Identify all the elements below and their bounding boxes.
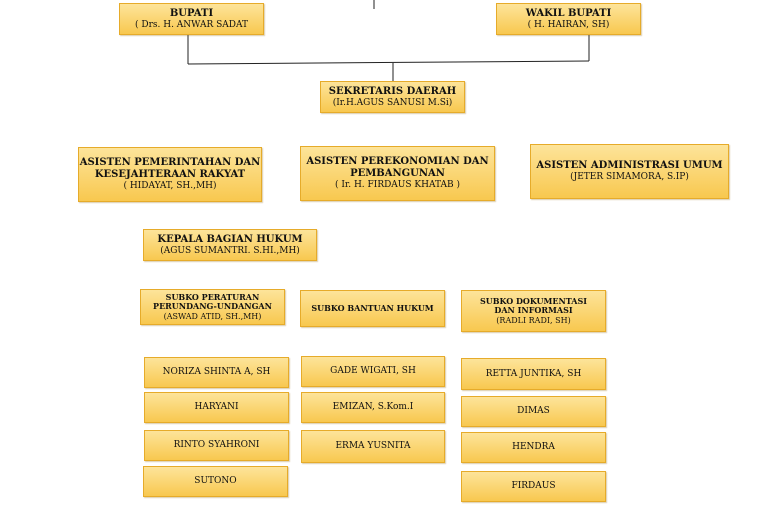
staff-box: RINTO SYAHRONI <box>144 430 289 461</box>
asisten-administrasi-box: ASISTEN ADMINISTRASI UMUM (JETER SIMAMOR… <box>530 144 729 199</box>
wakil-bupati-box: WAKIL BUPATI ( H. HAIRAN, SH) <box>496 3 641 35</box>
staff-name: ERMA YUSNITA <box>335 441 411 452</box>
asisten-pemerintahan-box: ASISTEN PEMERINTAHAN DAN KESEJAHTERAAN R… <box>78 147 262 202</box>
staff-box: NORIZA SHINTA A, SH <box>144 357 289 388</box>
kabag-name: (AGUS SUMANTRI. S.HI.,MH) <box>160 245 300 256</box>
sekda-box: SEKRETARIS DAERAH (Ir.H.AGUS SANUSI M.Si… <box>320 81 465 113</box>
staff-name: NORIZA SHINTA A, SH <box>162 367 271 378</box>
sekda-title: SEKRETARIS DAERAH <box>328 85 457 97</box>
staff-name: FIRDAUS <box>511 481 556 492</box>
subko-title-line: SUBKO DOKUMENTASI <box>479 295 588 306</box>
staff-name: RINTO SYAHRONI <box>173 440 260 451</box>
staff-name: EMIZAN, S.Kom.I <box>332 402 414 413</box>
asisten-perekonomian-box: ASISTEN PEREKONOMIAN DAN PEMBANGUNAN ( I… <box>300 146 495 201</box>
staff-box: HENDRA <box>461 432 606 463</box>
staff-box: ERMA YUSNITA <box>301 430 445 463</box>
staff-name: HARYANI <box>194 402 239 413</box>
subko-dokumentasi-box: SUBKO DOKUMENTASI DAN INFORMASI (RADLI R… <box>461 290 606 332</box>
staff-box: RETTA JUNTIKA, SH <box>461 358 606 390</box>
subko-title-line: PERUNDANG-UNDANGAN <box>153 301 272 312</box>
staff-name: SUTONO <box>194 476 237 487</box>
subko-peraturan-box: SUBKO PERATURAN PERUNDANG-UNDANGAN (ASWA… <box>140 289 285 325</box>
subko-title-line: DAN INFORMASI <box>494 305 573 316</box>
staff-box: EMIZAN, S.Kom.I <box>301 392 445 423</box>
kabag-title: KEPALA BAGIAN HUKUM <box>157 233 303 245</box>
staff-name: GADE WIGATI, SH <box>330 366 416 377</box>
asisten-title-line: PEMBANGUNAN <box>350 168 445 180</box>
subko-bantuan-box: SUBKO BANTUAN HUKUM <box>300 290 445 327</box>
wakil-bupati-title: WAKIL BUPATI <box>525 7 612 19</box>
staff-box: FIRDAUS <box>461 471 606 502</box>
asisten-name: (JETER SIMAMORA, S.IP) <box>570 172 689 183</box>
bupati-name: ( Drs. H. ANWAR SADAT <box>134 19 248 30</box>
subko-title-line: SUBKO PERATURAN <box>165 291 260 302</box>
staff-box: DIMAS <box>461 396 606 427</box>
staff-box: GADE WIGATI, SH <box>301 356 445 387</box>
wakil-bupati-name: ( H. HAIRAN, SH) <box>527 19 610 30</box>
subko-title-line: SUBKO BANTUAN HUKUM <box>311 302 434 313</box>
asisten-title-line: KESEJAHTERAAN RAKYAT <box>94 169 246 181</box>
kepala-bagian-hukum-box: KEPALA BAGIAN HUKUM (AGUS SUMANTRI. S.HI… <box>143 229 317 261</box>
staff-box: HARYANI <box>144 392 289 423</box>
asisten-title-line: ASISTEN PEREKONOMIAN DAN <box>306 156 489 168</box>
staff-name: DIMAS <box>517 406 550 417</box>
bupati-title: BUPATI <box>169 7 214 19</box>
subko-name: (RADLI RADI, SH) <box>496 315 571 325</box>
bupati-box: BUPATI ( Drs. H. ANWAR SADAT <box>119 3 264 35</box>
asisten-name: ( Ir. H. FIRDAUS KHATAB ) <box>334 180 460 191</box>
staff-name: HENDRA <box>512 442 555 453</box>
sekda-name: (Ir.H.AGUS SANUSI M.Si) <box>332 97 453 108</box>
asisten-name: ( HIDAYAT, SH.,MH) <box>123 181 217 192</box>
asisten-title-line: ASISTEN ADMINISTRASI UMUM <box>536 160 723 172</box>
staff-name: RETTA JUNTIKA, SH <box>485 368 582 379</box>
asisten-title-line: ASISTEN PEMERINTAHAN DAN <box>79 157 261 169</box>
staff-box: SUTONO <box>143 466 288 497</box>
subko-name: (ASWAD ATID, SH.,MH) <box>163 311 262 321</box>
